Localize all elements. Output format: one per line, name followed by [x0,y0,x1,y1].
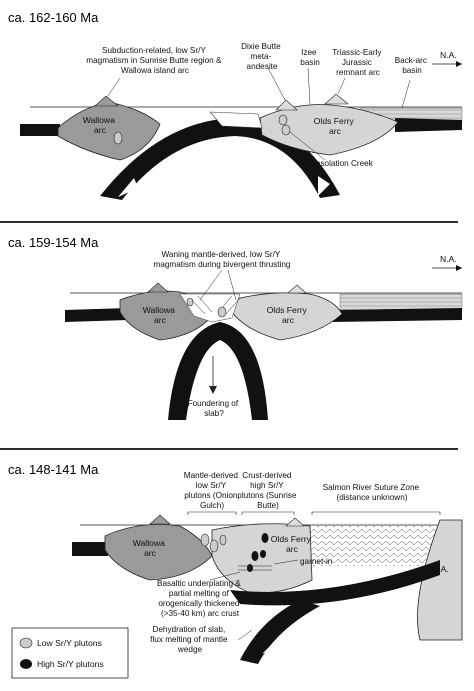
low-sry-pluton [217,306,227,318]
label-dixie-butte: Dixie Butte meta- andesite [241,42,283,71]
back-arc-basin-fill [339,293,463,311]
bracket-sunrise-butte [241,511,295,515]
panel-1: ca. 162-160 Ma [8,10,463,200]
garnet-in-line [238,565,272,571]
label-dehydration: Dehydration of slab, flux melting of man… [150,625,230,654]
label-mantle-derived: Mantle-derived low Sr/Y plutons (Onion G… [184,471,240,510]
volcano-wallowa-3 [149,514,171,525]
panel-3-title: ca. 148-141 Ma [8,462,99,477]
low-sry-pluton [209,539,219,553]
volcano-triassic-1 [324,93,349,105]
low-sry-pluton [281,124,291,136]
na-block-3 [417,519,463,641]
leader-line [199,269,223,301]
panel-2: ca. 159-154 Ma Waning mantle-derived, lo… [8,235,463,420]
label-basaltic: Basaltic underplating & partial melting … [157,579,243,618]
legend: Low Sr/Y plutons High Sr/Y plutons [11,627,129,679]
leader-line [267,67,286,101]
label-back-arc-basin: Back-arc basin [395,56,430,75]
label-wallowa-arc: Wallowa arc [143,305,178,325]
volcano-olds-2 [287,284,307,294]
na-arrowhead-2 [456,265,462,271]
label-foundering: Foundering of slab? [188,399,241,418]
bracket-onion-gulch [187,511,237,515]
slab-arrow-left [118,178,138,197]
legend-high-swatch [20,659,32,669]
low-sry-pluton [200,533,210,547]
panel-3: ca. 148-141 Ma Mantle-der [8,462,463,679]
high-sry-pluton [247,564,253,572]
label-desolation-creek: Desolation Creek [310,159,374,168]
leader-line [227,269,237,301]
legend-low-label: Low Sr/Y plutons [37,638,102,648]
olds-ferry-arc-1 [259,104,399,156]
slab-deep-3 [240,600,320,664]
low-sry-pluton [186,297,194,307]
low-sry-pluton [219,534,227,546]
slab-2 [168,322,268,420]
high-sry-pluton [251,551,259,561]
plate-right-2 [330,308,462,322]
leader-line [107,77,121,97]
label-wallowa-arc: Wallowa arc [83,115,118,135]
leader-line [237,629,253,641]
panel-2-title: ca. 159-154 Ma [8,235,99,250]
label-garnet-in: garnet-in [300,557,333,566]
leader-line [289,131,326,161]
label-olds-ferry-arc: Olds Ferry arc [314,116,357,136]
volcano-wallowa-2 [147,282,169,293]
plate-left-2 [65,308,130,322]
high-sry-pluton [260,550,266,558]
leader-line [273,559,299,565]
na-label-1: N.A. [440,50,457,60]
label-triassic-arc: Triassic-Early Jurassic remnant arc [332,48,384,77]
slab-arrow-3 [262,632,284,654]
label-olds-ferry-arc: Olds Ferry arc [271,534,314,554]
label-waning-magmatism: Waning mantle-derived, low Sr/Y magmatis… [154,250,291,269]
label-olds-ferry-arc: Olds Ferry arc [267,305,310,325]
label-wallowa-arc: Wallowa arc [133,538,168,558]
na-arrowhead-1 [456,61,462,67]
slab-arrow-right [318,176,330,196]
leader-line [401,79,411,109]
plate-right-1 [395,118,462,132]
volcano-wallowa-1 [94,95,119,107]
leader-line [337,77,346,95]
leader-line [209,571,241,581]
bracket-salmon-river [311,511,441,515]
foundering-arrowhead [209,386,217,394]
label-subduction: Subduction-related, low Sr/Y magmatism i… [86,46,223,75]
volcano-olds-3 [285,517,305,527]
izee-basin-wedge [209,111,263,129]
slab-3 [230,560,440,606]
plate-left-1 [20,124,60,136]
olds-ferry-arc-2 [231,292,343,341]
legend-low-swatch [19,637,33,649]
high-sry-pluton [261,533,269,543]
legend-high-label: High Sr/Y plutons [37,659,104,669]
legend-box [11,627,129,679]
plate-left-3 [72,542,108,556]
salmon-river-suture-fill [310,526,440,566]
low-sry-pluton [278,114,288,126]
na-label-2: N.A. [440,254,457,264]
volcano-dixie-1 [275,99,298,111]
wallowa-arc-1 [57,101,161,161]
low-sry-pluton [113,131,123,145]
panel-1-title: ca. 162-160 Ma [8,10,99,25]
label-izee-basin: Izee basin [300,48,320,67]
label-salmon-river: Salmon River Suture Zone (distance unkno… [323,483,422,502]
label-na-block: N.A. [432,564,449,574]
wallowa-arc-3 [104,524,213,581]
label-crust-derived: Crust-derived high Sr/Y plutons (Sunrise… [237,471,298,510]
leader-line [307,67,311,105]
